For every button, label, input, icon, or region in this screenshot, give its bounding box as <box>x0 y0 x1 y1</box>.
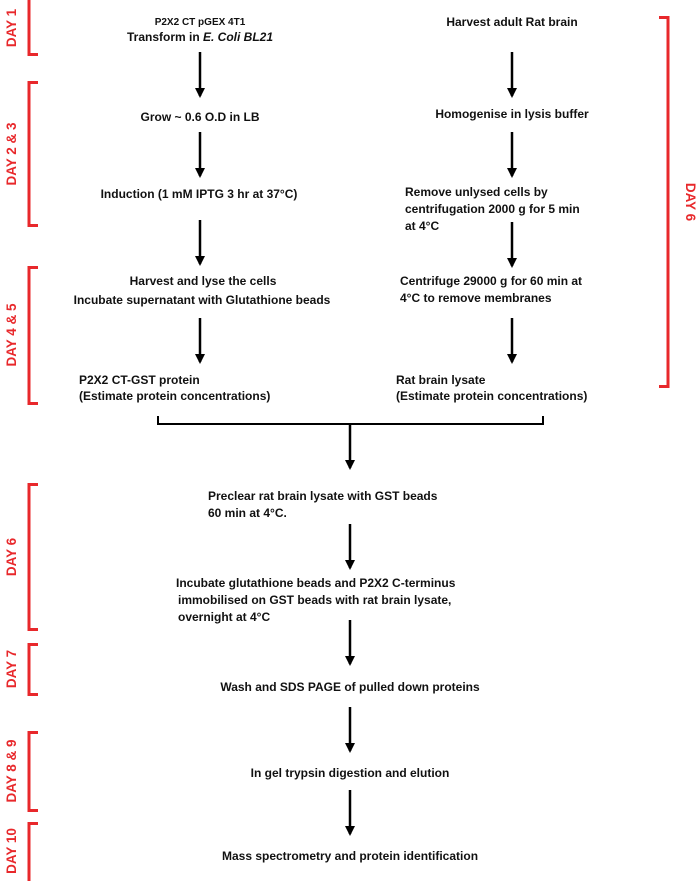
step-remove-3: at 4°C <box>405 219 439 233</box>
step-incubate-1: Incubate glutathione beads and P2X2 C-te… <box>176 576 456 590</box>
step-induction: Induction (1 mM IPTG 3 hr at 37°C) <box>101 187 298 201</box>
step-harvest-brain: Harvest adult Rat brain <box>446 15 577 29</box>
day-label-6-left: DAY 6 <box>4 537 19 576</box>
day-bars <box>27 0 670 881</box>
right-column: Harvest adult Rat brain Homogenise in ly… <box>396 15 589 403</box>
day-labels: DAY 1 DAY 2 & 3 DAY 4 & 5 DAY 6 DAY 6 DA… <box>4 8 698 874</box>
merged-column: Preclear rat brain lysate with GST beads… <box>176 489 480 863</box>
arrows <box>195 52 517 364</box>
step-wash: Wash and SDS PAGE of pulled down protein… <box>220 680 480 694</box>
step-ms: Mass spectrometry and protein identifica… <box>222 849 478 863</box>
step-centrifuge-1: Centrifuge 29000 g for 60 min at <box>400 274 582 288</box>
step-protein: P2X2 CT-GST protein <box>79 373 200 387</box>
step-remove-1: Remove unlysed cells by <box>405 185 548 199</box>
step-preclear-1: Preclear rat brain lysate with GST beads <box>208 489 438 503</box>
day-label-4-5: DAY 4 & 5 <box>4 303 19 367</box>
day-label-6-right: DAY 6 <box>683 183 698 222</box>
step-incubate-glutathione: Incubate supernatant with Glutathione be… <box>74 293 331 307</box>
step-protein-estimate: (Estimate protein concentrations) <box>79 389 270 403</box>
step-transform-strain: E. Coli BL21 <box>203 30 273 44</box>
step-harvest-lyse: Harvest and lyse the cells <box>130 274 277 288</box>
merge-bracket <box>157 416 544 470</box>
step-digest: In gel trypsin digestion and elution <box>251 766 450 780</box>
step-centrifuge-2: 4°C to remove membranes <box>400 291 552 305</box>
step-transform: Transform in E. Coli BL21 <box>127 30 273 44</box>
step-preclear-2: 60 min at 4°C. <box>208 506 287 520</box>
step-remove-2: centrifugation 2000 g for 5 min <box>405 202 580 216</box>
step-lysate: Rat brain lysate <box>396 373 486 387</box>
step-lysate-estimate: (Estimate protein concentrations) <box>396 389 587 403</box>
step-homogenise: Homogenise in lysis buffer <box>435 107 589 121</box>
day-label-10: DAY 10 <box>4 828 19 874</box>
step-grow: Grow ~ 0.6 O.D in LB <box>140 110 259 124</box>
step-vector: P2X2 CT pGEX 4T1 <box>155 17 246 28</box>
step-incubate-2: immobilised on GST beads with rat brain … <box>178 593 451 607</box>
step-transform-prefix: Transform in <box>127 30 203 44</box>
step-incubate-3: overnight at 4°C <box>178 610 270 624</box>
day-label-8-9: DAY 8 & 9 <box>4 739 19 802</box>
day-label-7: DAY 7 <box>4 650 19 688</box>
day-label-1: DAY 1 <box>4 8 19 47</box>
day-label-2-3: DAY 2 & 3 <box>4 122 19 186</box>
left-column: P2X2 CT pGEX 4T1 Transform in E. Coli BL… <box>74 17 331 403</box>
